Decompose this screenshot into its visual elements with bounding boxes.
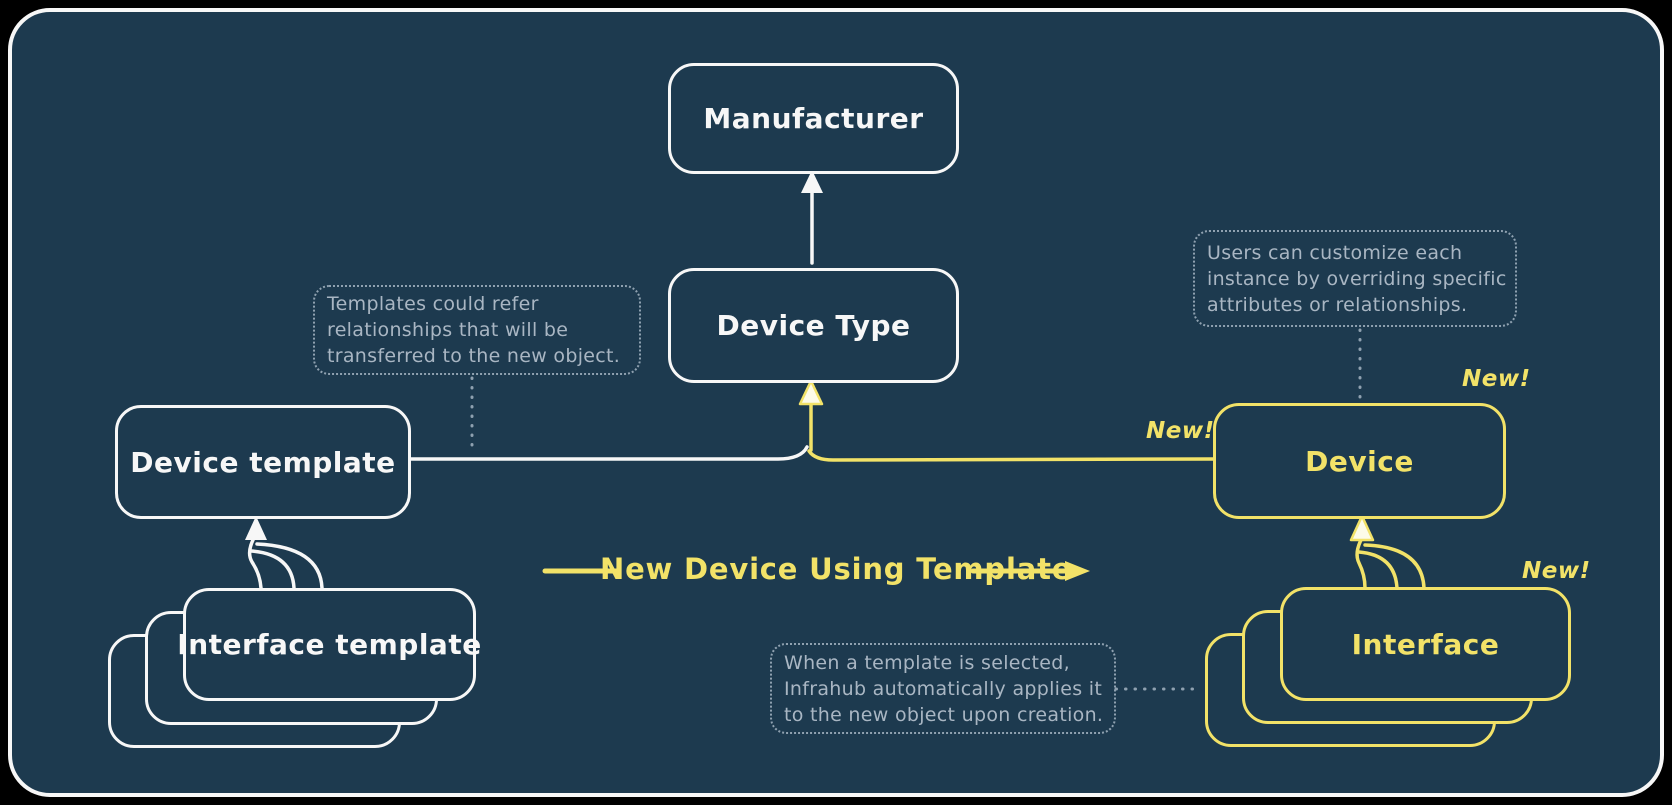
templates-note: Templates could refer relationships that… bbox=[313, 285, 641, 375]
device-template-label: Device template bbox=[130, 445, 396, 479]
node-interface: Interface bbox=[1280, 587, 1571, 701]
junction-to-device-type-arrowhead-icon bbox=[798, 379, 824, 406]
interface-to-device-arrowhead-icon bbox=[1349, 514, 1375, 542]
node-manufacturer: Manufacturer bbox=[668, 63, 959, 174]
node-device-type: Device Type bbox=[668, 268, 959, 383]
flow-arrowhead-icon bbox=[1065, 561, 1090, 581]
apply-note-line: to the new object upon creation. bbox=[784, 703, 1104, 726]
interface-to-device-line-3 bbox=[1363, 543, 1426, 590]
manufacturer-label: Manufacturer bbox=[703, 102, 924, 135]
new-badge-interface-box: New! bbox=[1522, 558, 1591, 584]
customize-note-line: Users can customize each bbox=[1207, 241, 1463, 264]
device-type-to-manufacturer-arrowhead-icon bbox=[801, 170, 823, 193]
interface-label: Interface bbox=[1351, 627, 1500, 661]
templates-note-line: transferred to the new object. bbox=[327, 345, 621, 367]
interface-template-arrowhead-icon bbox=[245, 516, 267, 540]
interface-template-label: Interface template bbox=[177, 628, 482, 661]
node-device: Device bbox=[1213, 403, 1506, 519]
junction-to-device-line bbox=[807, 449, 1215, 462]
templates-note-line: Templates could refer bbox=[327, 293, 539, 315]
customize-note: Users can customize each instance by ove… bbox=[1193, 230, 1517, 327]
interface-template-to-device-template-line-3 bbox=[255, 542, 324, 590]
node-interface-template: Interface template bbox=[177, 588, 481, 701]
customize-note-line: instance by overriding specific bbox=[1207, 267, 1507, 290]
device-type-label: Device Type bbox=[716, 309, 911, 342]
new-badge-device-line: New! bbox=[1146, 418, 1215, 444]
flow-label: New Device Using Template bbox=[600, 552, 1073, 586]
new-badge-device-box: New! bbox=[1462, 366, 1531, 392]
templates-note-line: relationships that will be bbox=[327, 319, 569, 341]
device-label: Device bbox=[1305, 444, 1414, 478]
apply-note: When a template is selected, Infrahub au… bbox=[770, 643, 1116, 734]
apply-note-line: When a template is selected, bbox=[784, 651, 1070, 674]
device-template-connector-line bbox=[403, 445, 809, 461]
customize-note-line: attributes or relationships. bbox=[1207, 293, 1468, 316]
interface-template-to-device-template-line-1 bbox=[247, 534, 263, 590]
apply-note-line: Infrahub automatically applies it bbox=[784, 677, 1103, 700]
interface-to-device-line-2 bbox=[1357, 550, 1399, 590]
interface-to-device-line-1 bbox=[1355, 536, 1367, 590]
interface-template-to-device-template-line-2 bbox=[249, 549, 296, 590]
node-device-template: Device template bbox=[115, 405, 411, 519]
